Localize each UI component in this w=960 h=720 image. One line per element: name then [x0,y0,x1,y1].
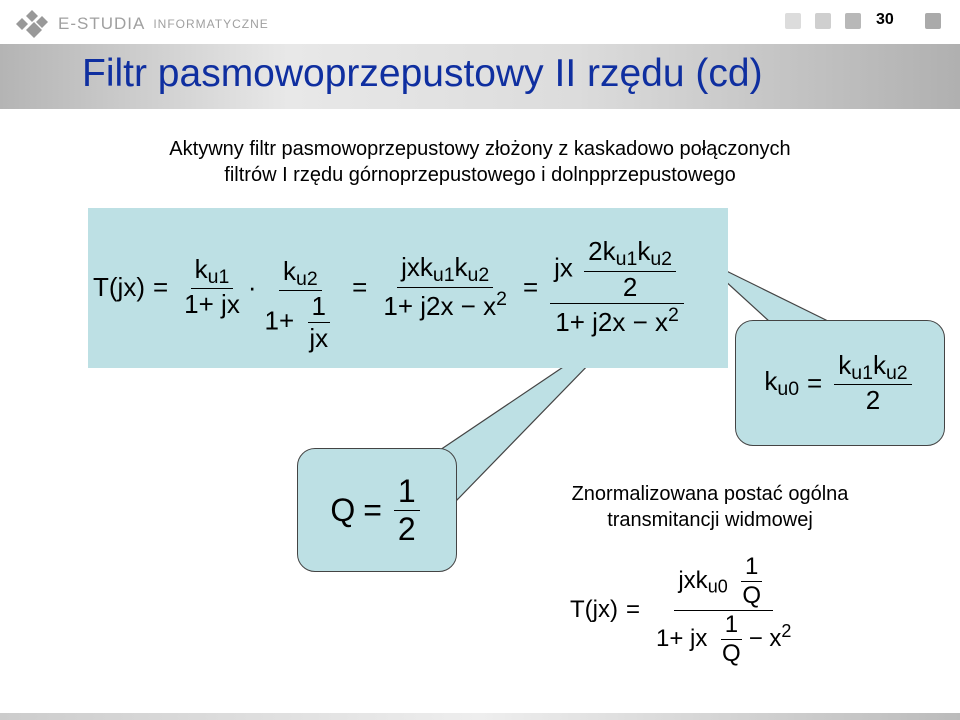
intro-text: Aktywny filtr pasmowoprzepustowy złożony… [169,138,791,186]
logo-icon [16,10,48,38]
nav-prev-button[interactable] [815,13,831,29]
footer-bar [0,713,960,720]
nav-next-button[interactable] [845,13,861,29]
slide-title: Filtr pasmowoprzepustowy II rzędu (cd) [82,52,763,95]
title-band [0,44,960,109]
page-number: 30 [876,11,894,28]
nav-first-button[interactable] [785,13,801,29]
nav-last-button[interactable] [925,13,941,29]
